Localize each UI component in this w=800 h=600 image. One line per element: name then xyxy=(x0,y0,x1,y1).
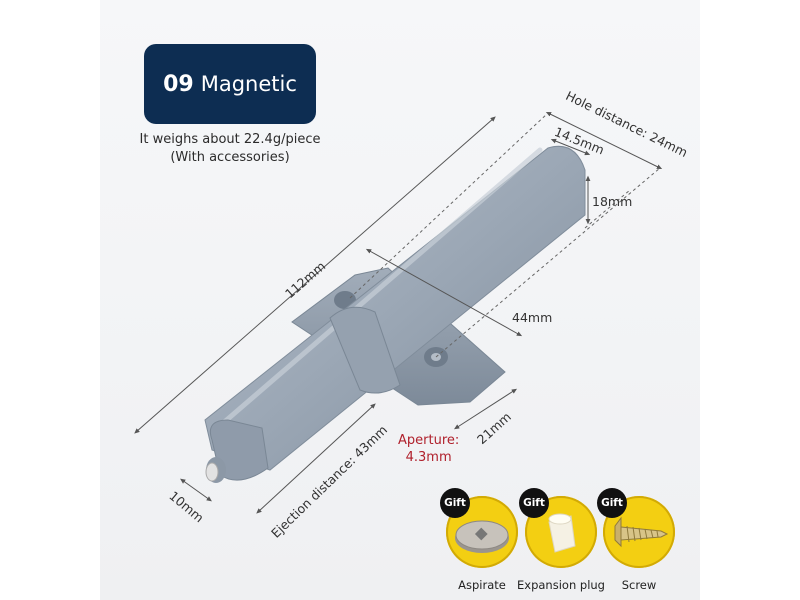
height-label: 18mm xyxy=(592,194,633,209)
aperture-label: Aperture: 4.3mm xyxy=(398,432,459,466)
gift-circle xyxy=(446,496,518,568)
magnetic-plate-icon xyxy=(455,520,509,553)
aperture-title: Aperture: xyxy=(398,433,460,448)
weight-note: It weighs about 22.4g/piece (With access… xyxy=(120,131,340,167)
gift-tag: Gift xyxy=(440,488,470,518)
screw-icon xyxy=(614,516,669,548)
aperture-value: 4.3mm xyxy=(405,450,452,465)
accessories-line: (With accessories) xyxy=(170,150,290,165)
model-number: 09 xyxy=(163,71,194,97)
gift-circle xyxy=(603,496,675,568)
weight-line: It weighs about 22.4g/piece xyxy=(139,132,321,147)
model-name: Magnetic xyxy=(200,72,297,96)
magnet-tip-icon xyxy=(205,462,219,482)
gift-label: Aspirate xyxy=(458,578,506,592)
gift-tag: Gift xyxy=(597,488,627,518)
mount-length-label: 44mm xyxy=(512,310,553,325)
gift-tag: Gift xyxy=(519,488,549,518)
expansion-plug-icon xyxy=(548,513,576,553)
gift-label: Screw xyxy=(621,578,657,592)
gift-label: Expansion plug xyxy=(517,578,605,592)
model-title-badge: 09 Magnetic xyxy=(144,44,316,124)
